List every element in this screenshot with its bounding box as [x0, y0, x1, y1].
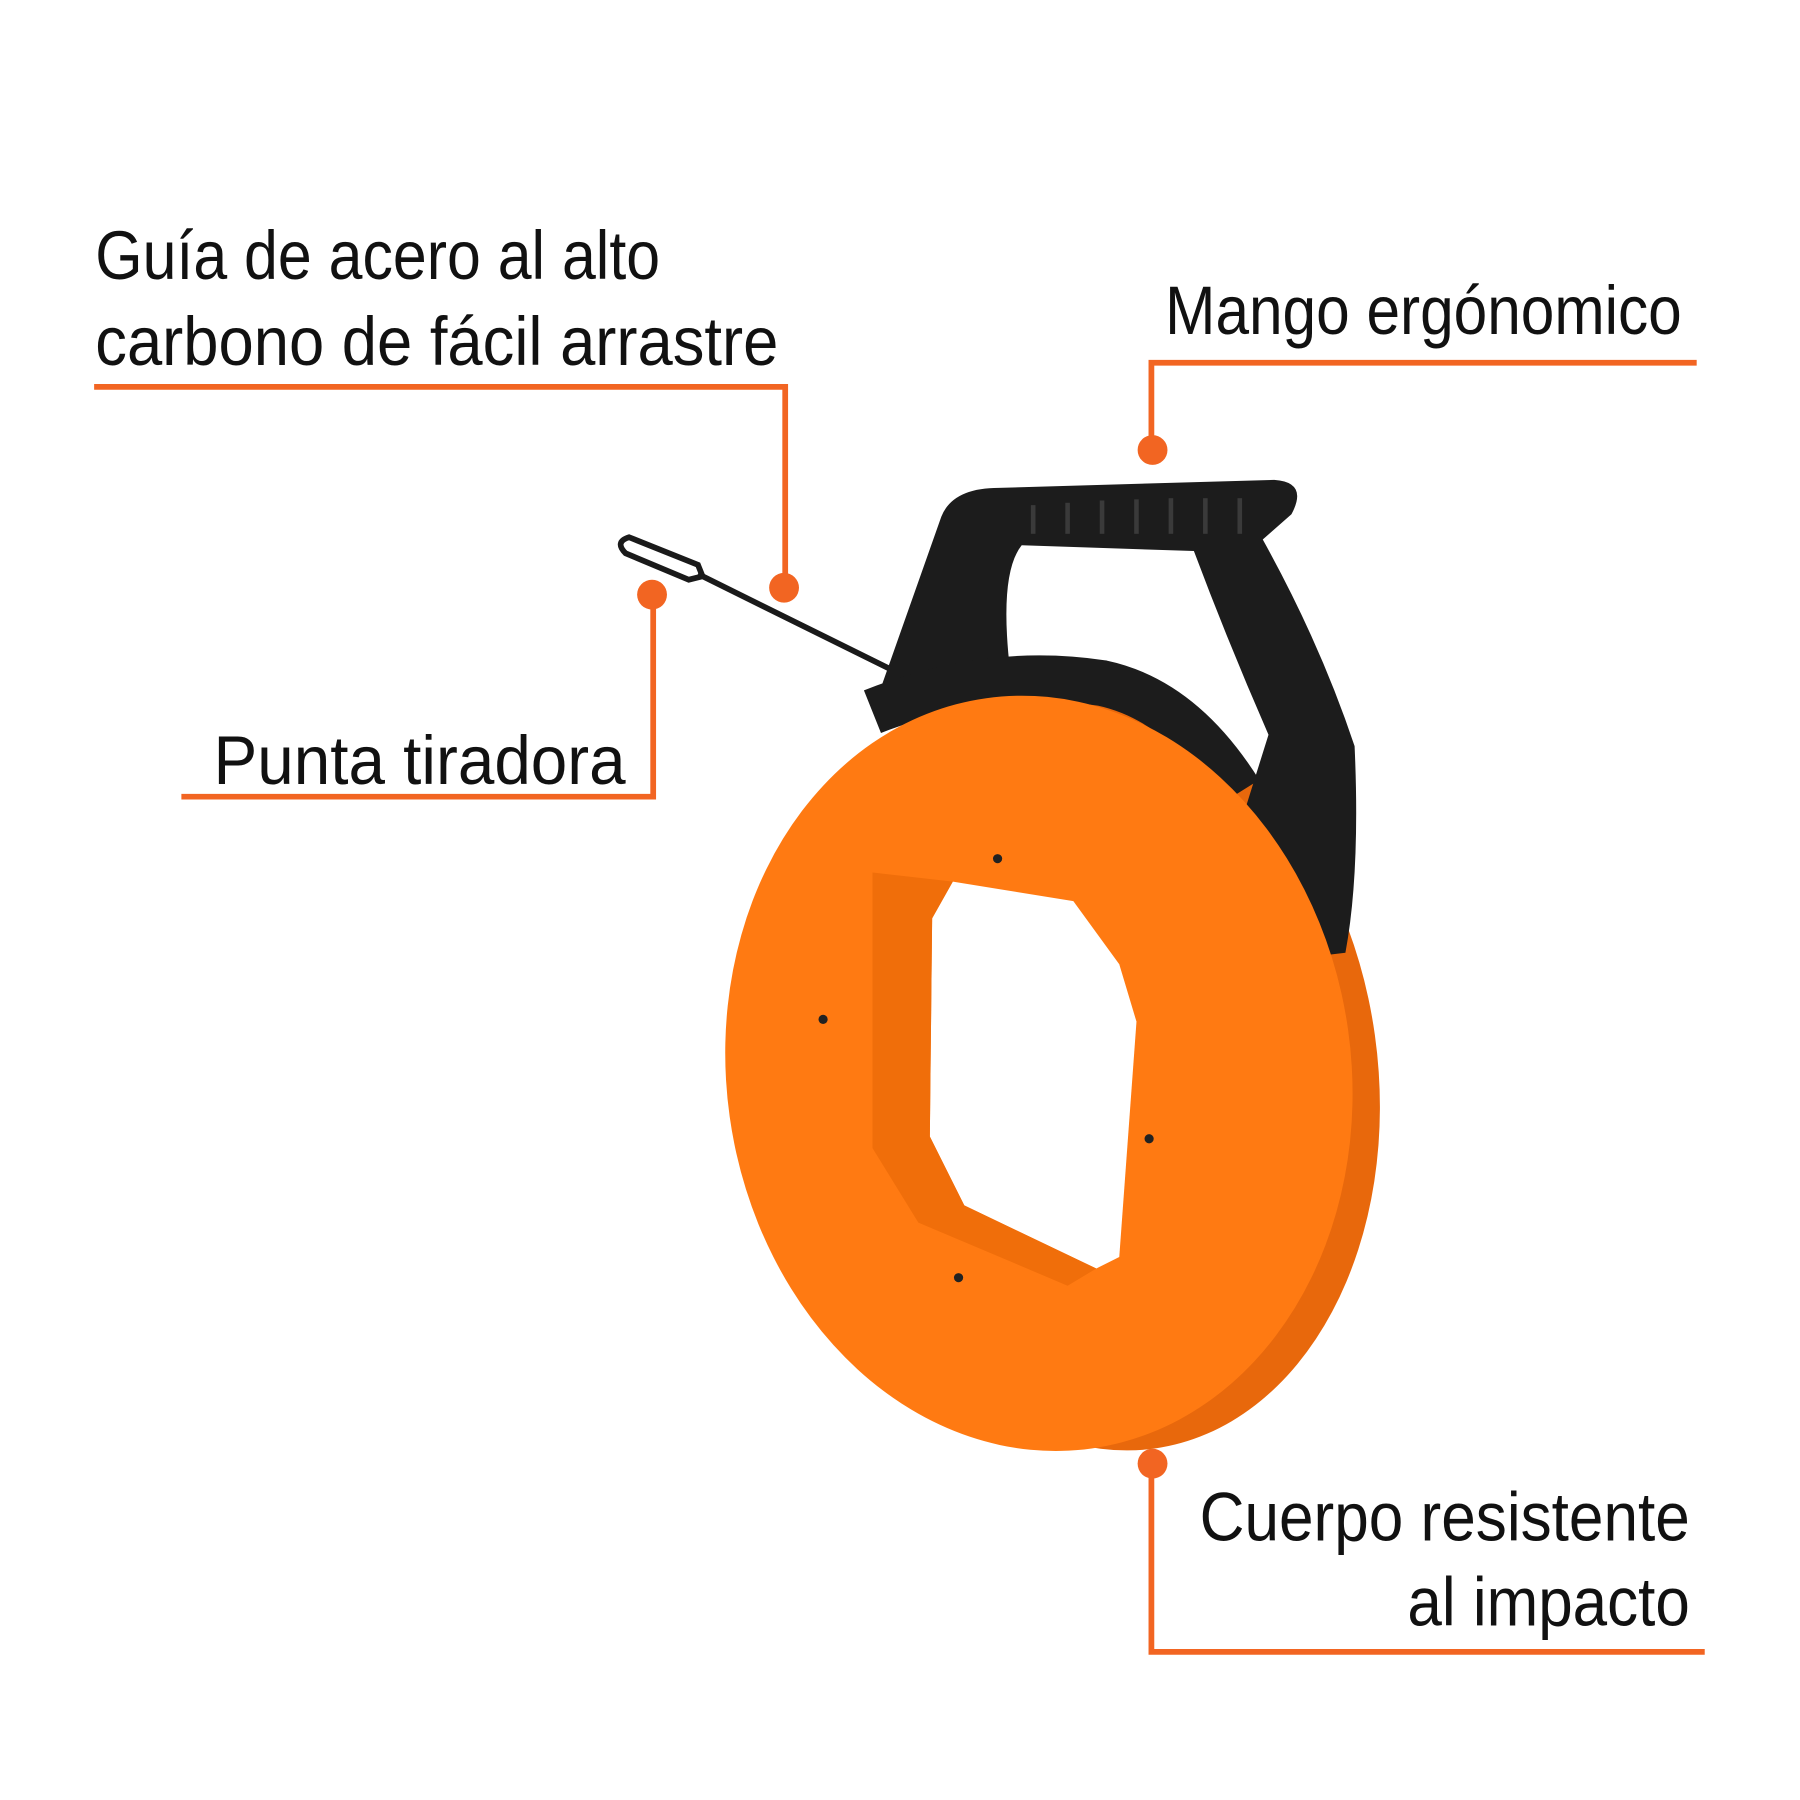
handle-grip-ridges — [1030, 498, 1243, 534]
callout-tip-leader — [181, 594, 657, 800]
callout-body-dot — [1137, 1448, 1168, 1479]
callout-pulling-tip: Punta tiradora — [181, 579, 667, 800]
callout-tip-line1: Punta tiradora — [214, 722, 627, 799]
callout-guide-dot — [769, 572, 799, 603]
ergonomic-handle — [872, 479, 1357, 959]
fish-tape-reel-image — [617, 479, 1380, 1451]
callout-guide-line1: Guía de acero al alto — [95, 217, 660, 294]
callout-steel-guide: Guía de acero al alto carbono de fácil a… — [94, 217, 799, 603]
callout-body-line2: al impacto — [1407, 1564, 1689, 1641]
callout-guide-leader — [94, 383, 789, 588]
callout-handle-line1: Mango ergónomico — [1165, 272, 1682, 349]
callout-body-leader — [1148, 1463, 1705, 1655]
callout-body-line1: Cuerpo resistente — [1200, 1479, 1690, 1556]
callout-body: Cuerpo resistente al impacto — [1137, 1448, 1705, 1655]
pulling-tip — [617, 534, 707, 583]
callout-handle-dot — [1137, 435, 1168, 465]
steel-wire — [696, 571, 909, 680]
reel-center-opening — [929, 881, 1137, 1269]
callout-guide-line2: carbono de fácil arrastre — [95, 303, 778, 380]
reel-screws — [818, 854, 1154, 1283]
callout-tip-dot — [637, 579, 667, 610]
callout-handle: Mango ergónomico — [1137, 272, 1697, 465]
callout-handle-leader — [1148, 359, 1697, 451]
